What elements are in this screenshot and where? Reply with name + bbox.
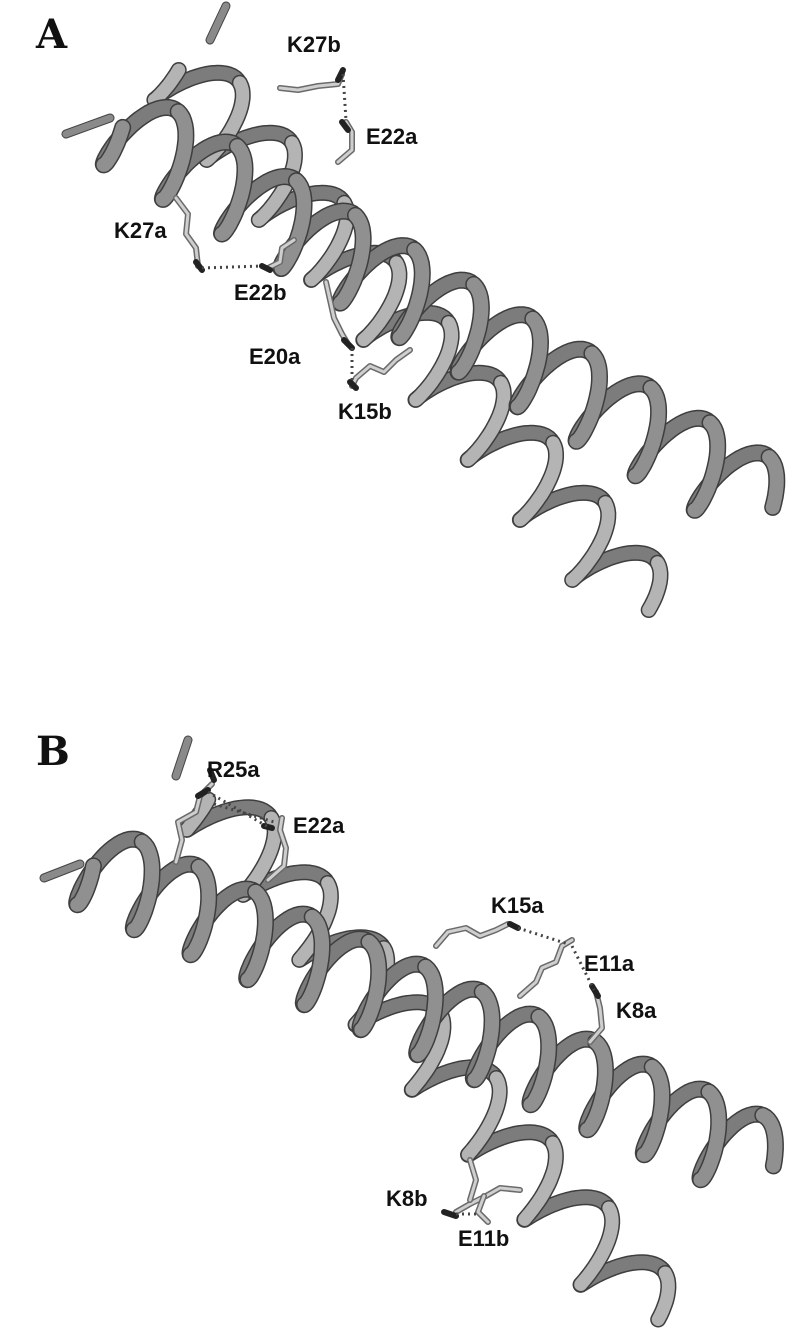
- label-e22b: E22b: [234, 280, 287, 305]
- helix-ribbon: [70, 834, 783, 1187]
- label-k27b: K27b: [287, 32, 341, 57]
- panel-a-tails: [61, 1, 231, 139]
- label-k15b: K15b: [338, 399, 392, 424]
- side-chain-k8a: [587, 983, 605, 1045]
- label-e11a: E11a: [584, 951, 635, 976]
- side-chain-k15a: [433, 921, 521, 949]
- helix-ribbon: [147, 63, 667, 617]
- side-chain-k8b: [453, 1157, 523, 1215]
- side-chain-e22b: [259, 237, 297, 273]
- helix-ribbon: [68, 833, 784, 1189]
- hbond-k27a-e22b: [201, 264, 263, 270]
- label-r25a: R25a: [207, 757, 260, 782]
- side-chain-e11a: [517, 937, 575, 999]
- label-e22a-b: E22a: [293, 813, 345, 838]
- panel-a-letter: A: [35, 11, 68, 58]
- panel-b-side-chains: [173, 767, 605, 1225]
- side-chain-e20a: [323, 279, 355, 351]
- hbond-k15a-e11a: [517, 926, 569, 946]
- panel-b-labels: R25a E22a K15a E11a K8a K8b E11b: [207, 757, 657, 1251]
- label-e20a: E20a: [249, 344, 301, 369]
- label-k15a: K15a: [491, 893, 544, 918]
- hbond-k27b-e22a: [341, 73, 348, 121]
- panel-b-helix-front: [68, 830, 784, 1189]
- side-chain-k27b: [277, 67, 346, 93]
- panel-a-helix-back: [146, 62, 669, 618]
- side-chain-r25a: [173, 767, 217, 865]
- panel-b-hbonds: [207, 790, 596, 1216]
- side-chain-e11b: [441, 1193, 491, 1225]
- label-e11b: E11b: [458, 1226, 509, 1251]
- side-chain-e22a: [335, 119, 355, 165]
- label-k8a: K8a: [616, 998, 657, 1023]
- helix-ribbon: [96, 104, 784, 518]
- side-chain-k27a: [173, 195, 205, 273]
- panel-b-letter: B: [36, 728, 70, 775]
- panel-a-labels: K27b E22a K27a E22b E20a K15b: [114, 32, 418, 424]
- panel-b-tails: [39, 735, 193, 883]
- panel-b: B: [36, 728, 784, 1328]
- label-k8b: K8b: [386, 1186, 428, 1211]
- panel-a-hbonds: [201, 73, 354, 382]
- label-k27a: K27a: [114, 218, 167, 243]
- helix-ribbon: [148, 66, 663, 587]
- side-chain-k15b: [347, 347, 413, 391]
- panel-a: A: [35, 1, 786, 618]
- hbond-e11a-k8a: [570, 945, 596, 991]
- panel-a-side-chains: [173, 67, 413, 391]
- panel-a-helix-front: [94, 98, 786, 519]
- label-e22a-a: E22a: [366, 124, 418, 149]
- hbond-r25a-e22a-2: [213, 802, 275, 824]
